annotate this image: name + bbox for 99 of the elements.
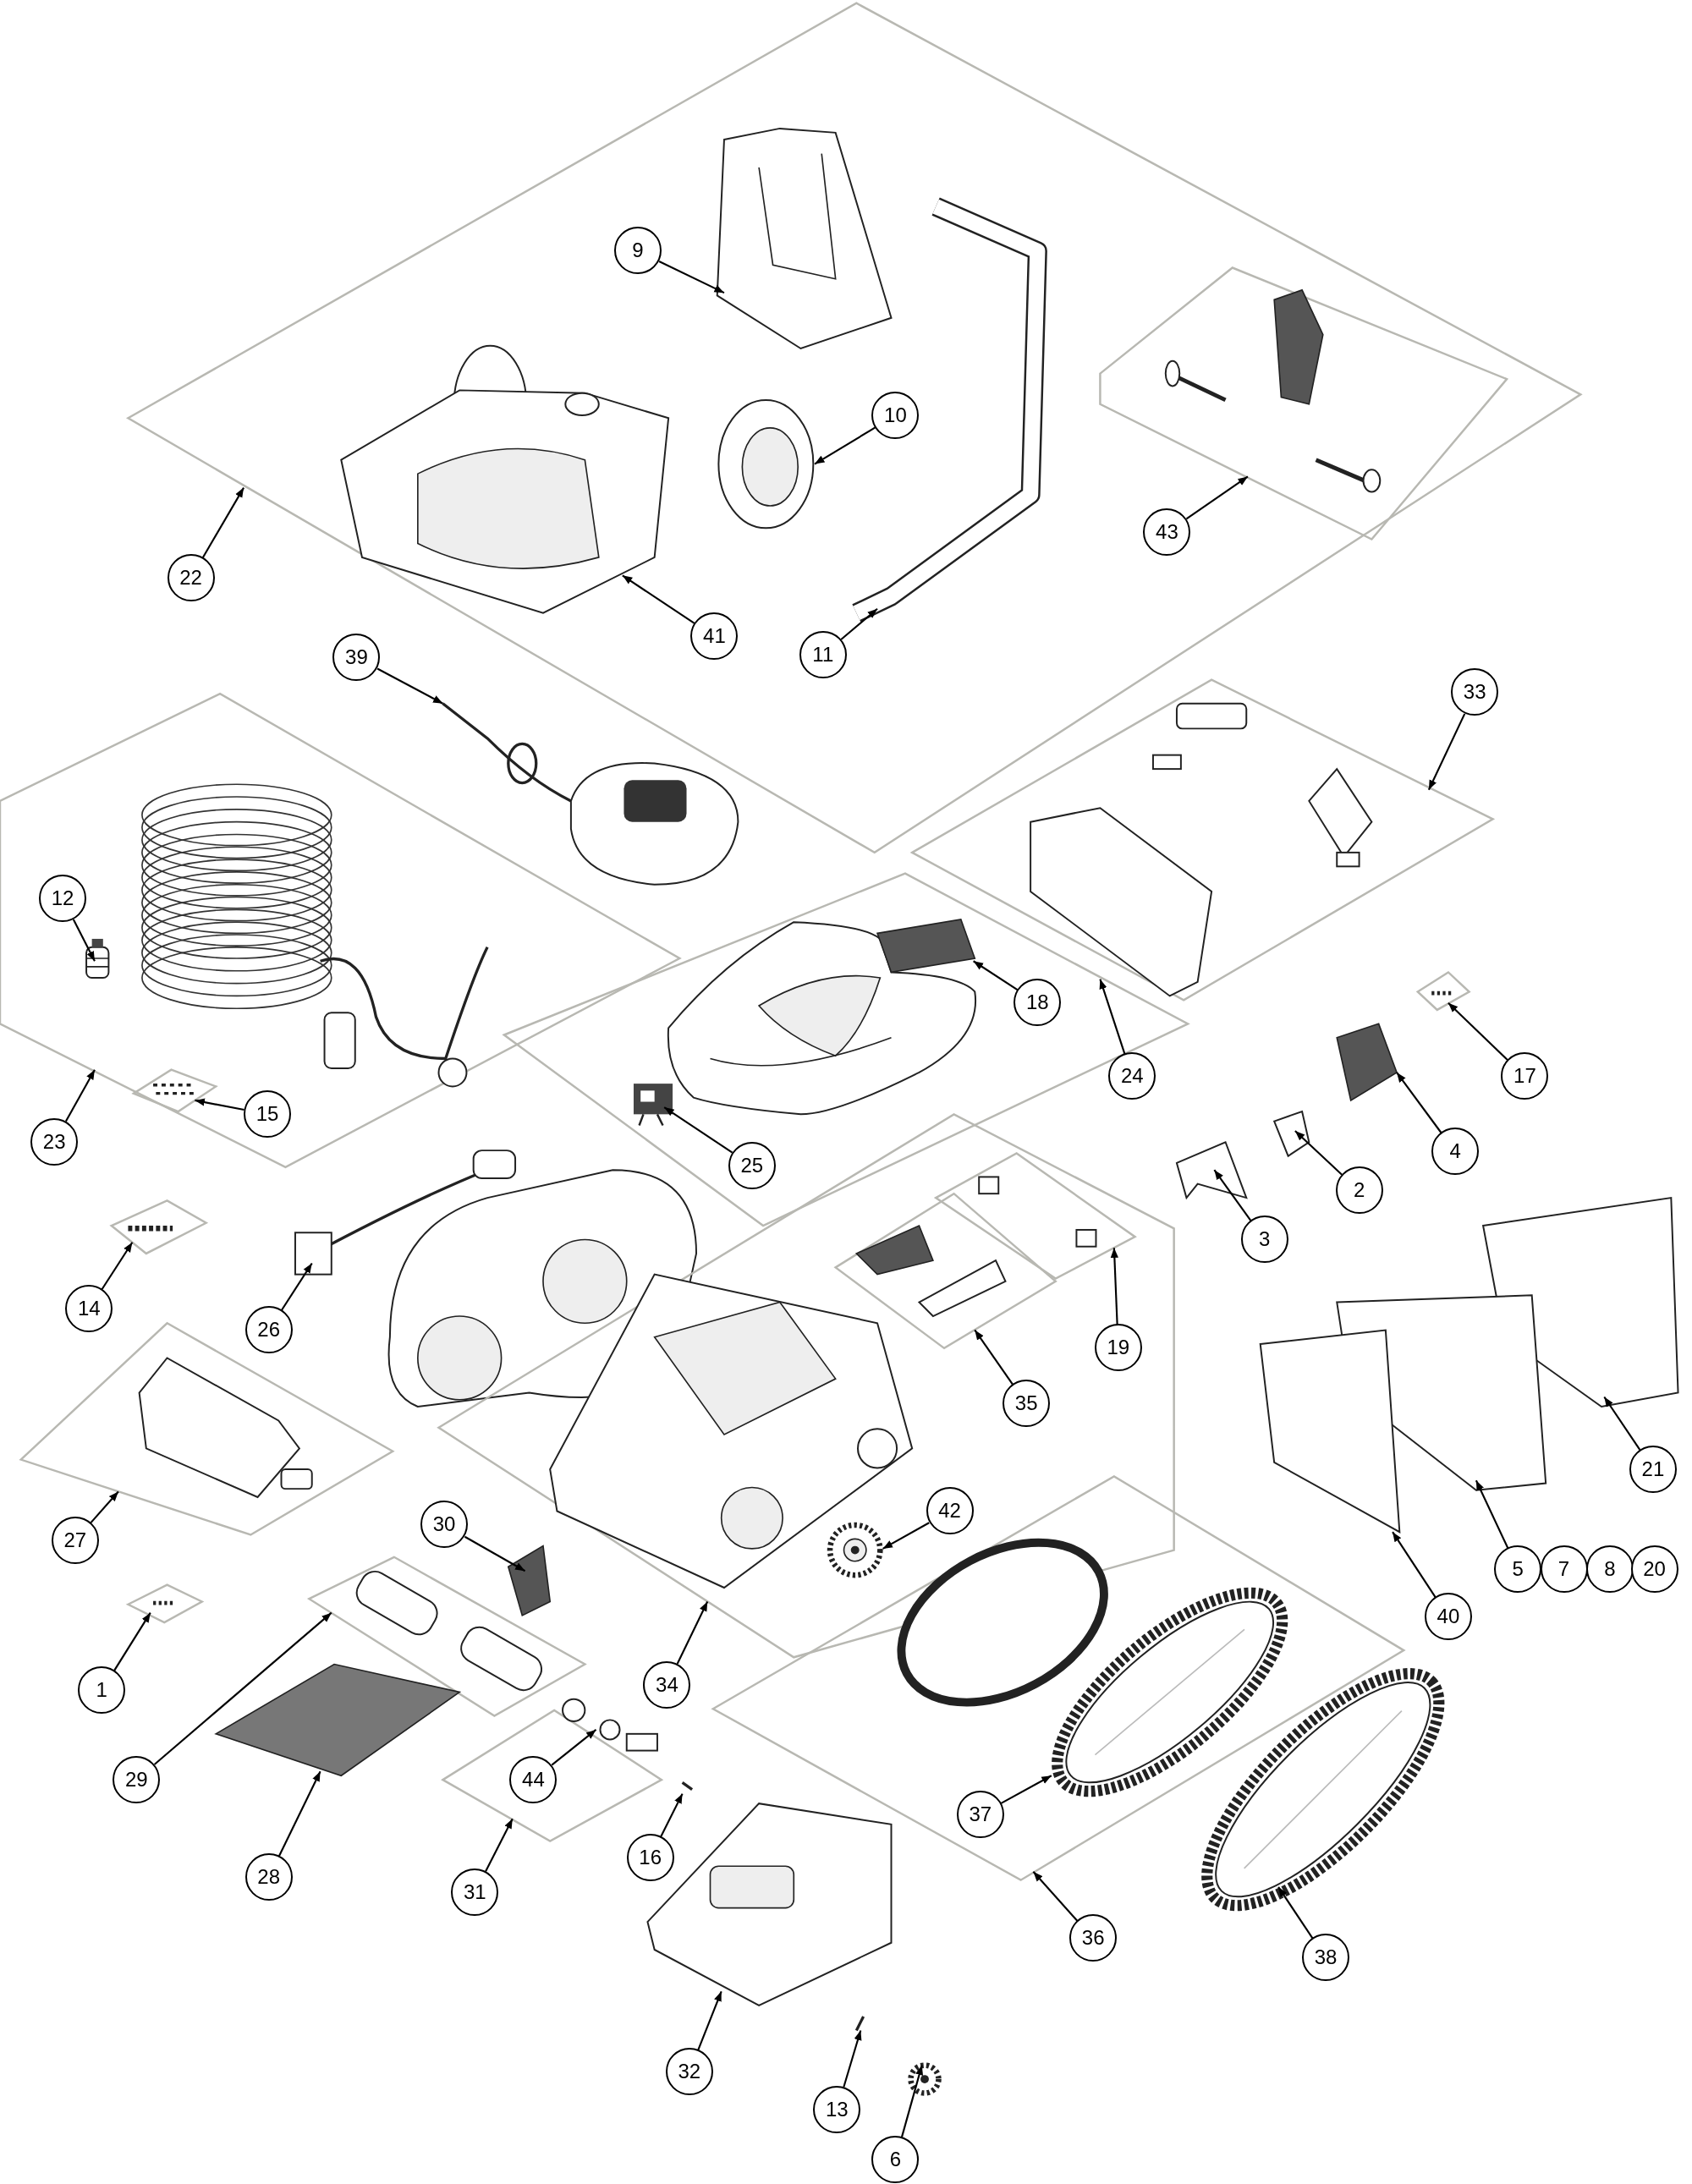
leader-line [622,574,695,625]
parts-group-outline [711,1474,1406,1882]
latch-drawing [633,1084,673,1127]
leader-line [90,1490,119,1523]
leader-line [840,608,878,640]
leader-line [1396,1072,1442,1133]
clip-drawing [1272,1110,1310,1158]
leader-line [201,487,244,558]
leader-line [974,1329,1014,1386]
leader-line [843,2030,862,2088]
leader-line [277,1770,321,1857]
leader-line [973,960,1019,991]
parts-group-outline [441,1698,664,1842]
parts-group-outline [933,1151,1137,1280]
track-drawing [1052,1587,1288,1797]
leader-line [376,667,443,705]
leader-line [660,1793,684,1837]
leader-line [281,1262,313,1311]
callout-number: 32 [665,2048,713,2096]
leader-line [882,1522,930,1550]
leader-line [1392,1531,1437,1598]
pin-drawing [681,1781,694,1792]
callout-number: 1 [78,1666,126,1715]
parts-group-outline [306,1556,587,1717]
wheel-drawing [717,398,815,530]
callout-number: 5 [1494,1545,1542,1594]
leader-line [1185,475,1249,520]
leader-line [663,1106,733,1154]
callout-number: 2 [1335,1166,1383,1215]
leader-line [1099,979,1126,1055]
callout-number: 22 [167,554,215,602]
callout-number: 23 [30,1117,79,1166]
callout-number: 38 [1302,1934,1350,1982]
callout-number: 6 [871,2136,920,2184]
callout-number: 27 [51,1516,99,1564]
callout-number: 26 [244,1306,293,1353]
callout-number: 13 [813,2085,861,2133]
gear-drawing [827,1522,883,1578]
leader-line [464,1535,526,1572]
callout-number: 36 [1069,1914,1118,1962]
callout-number: 34 [643,1660,691,1709]
parts-group-outline [833,1192,1058,1350]
cap-drawing [1175,1140,1248,1200]
leader-line [1277,1886,1314,1940]
bracket-drawing [507,1545,552,1617]
leader-line [658,261,725,294]
leader-line [900,2065,924,2137]
leader-line [1448,1001,1509,1062]
callout-number: 17 [1501,1052,1549,1100]
plug-drawing [85,938,110,979]
leader-line [551,1729,597,1766]
callout-number: 33 [1451,668,1499,716]
callout-number: 21 [1629,1445,1677,1493]
cover-drawing [1336,1023,1398,1102]
leader-line [1000,1775,1052,1804]
parts-group-outline [0,692,682,1169]
leader-line [1294,1130,1343,1176]
grille-drawing [876,918,976,974]
cable-drawing [294,1150,517,1276]
callout-number: 20 [1630,1545,1678,1594]
callout-number: 39 [332,633,381,681]
gear-drawing [908,2062,942,2096]
bushing-drawing [562,1698,621,1741]
callout-number: 3 [1240,1215,1288,1263]
leader-line [113,1612,151,1671]
leader-line [1032,1871,1079,1922]
leader-line [195,1098,244,1111]
callout-number: 30 [420,1501,469,1549]
parts-group-outline [1099,266,1509,541]
leader-line [676,1601,709,1665]
leader-line [101,1242,134,1290]
filter-frame-drawing [1259,1329,1401,1534]
track-drawing [1201,1668,1445,1912]
callout-number: 8 [1585,1545,1634,1594]
parts-group-outline [131,1068,218,1113]
filter-drawing [1481,1196,1679,1408]
leader-line [1603,1396,1641,1451]
callout-number: 40 [1424,1593,1472,1641]
brush-drawing [214,1663,462,1777]
leader-line [814,426,876,465]
callout-number: 31 [451,1868,499,1917]
callout-number: 28 [244,1852,293,1901]
leader-line [64,1069,96,1122]
handle-drawing [852,197,1047,623]
power-supply-drawing [442,702,739,886]
parts-group-outline [125,1583,205,1624]
callout-number: 14 [65,1285,113,1333]
leader-line [153,1611,332,1765]
parts-group-outline [109,1199,209,1255]
parts-group-outline [1415,970,1471,1012]
callout-number: 4 [1431,1128,1480,1176]
callout-number: 16 [626,1833,674,1881]
callout-number: 7 [1540,1545,1588,1594]
callout-number: 24 [1108,1052,1156,1100]
caddy-drawing [340,344,670,614]
leader-line [1110,1248,1118,1325]
seat-drawing [716,127,893,350]
pin-drawing [854,2016,865,2032]
callout-number: 29 [113,1755,161,1803]
